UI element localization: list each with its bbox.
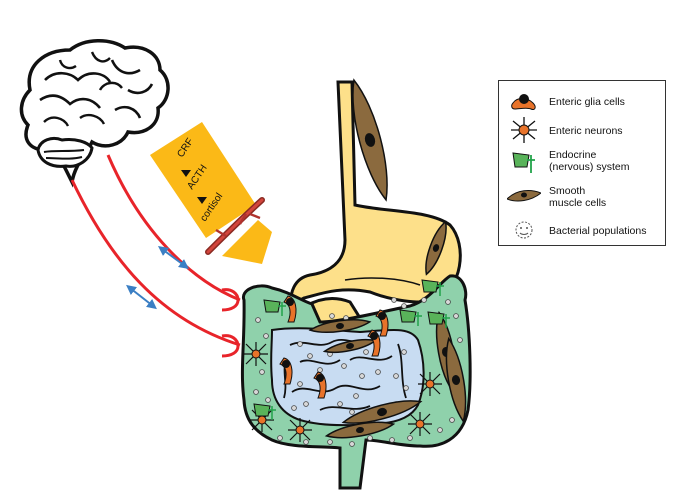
smooth-muscle-cell <box>341 400 423 424</box>
bacterium <box>277 435 283 441</box>
neuron-icon <box>511 117 537 143</box>
legend: Enteric glia cells Enteric neurons Endoc… <box>498 80 666 246</box>
bacterium <box>363 349 369 355</box>
nerve-terminal-2 <box>221 334 240 358</box>
endocrine-cell <box>427 311 450 328</box>
neuron <box>418 372 442 396</box>
bacterium <box>359 373 365 379</box>
endocrine-cell <box>253 403 276 420</box>
bacterium <box>393 373 399 379</box>
smooth-muscle-cells <box>308 78 467 439</box>
glia-cell <box>313 371 327 399</box>
smooth-muscle-cell <box>425 220 447 276</box>
bacterium <box>297 341 303 347</box>
endocrine-cell <box>399 309 422 326</box>
vagal-nerve-pathways <box>70 154 241 358</box>
smooth-muscle-cell <box>445 336 467 424</box>
bacterium <box>297 381 303 387</box>
bacterium <box>403 385 409 391</box>
endocrine-cell <box>263 299 286 316</box>
bacterium <box>329 313 335 319</box>
nerve-outer <box>70 179 241 347</box>
down-triangle-icon <box>181 170 191 177</box>
bacterium <box>389 437 395 443</box>
bacterium <box>291 405 297 411</box>
bacterium <box>255 317 261 323</box>
smooth-muscle-cell <box>324 421 396 439</box>
bacterium <box>337 401 343 407</box>
bacterium <box>391 297 397 303</box>
bacterium <box>327 439 333 445</box>
bacterium <box>407 435 413 441</box>
bacterium <box>401 349 407 355</box>
bacterium <box>349 441 355 447</box>
hpa-axis-arrow: CRF ACTH cortisol <box>150 122 272 264</box>
bacterium <box>449 417 455 423</box>
bacterium <box>375 369 381 375</box>
legend-label: Endocrine (nervous) system <box>549 149 630 173</box>
glia-cell <box>279 357 293 385</box>
bacterium <box>263 333 269 339</box>
endocrine-cell-icon <box>512 152 535 173</box>
neuron <box>288 418 312 442</box>
glia-cell <box>283 295 297 323</box>
smooth-muscle-cell <box>308 319 372 333</box>
legend-label: Enteric glia cells <box>549 96 625 108</box>
bacterium <box>445 299 451 305</box>
bacterium <box>253 389 259 395</box>
endocrine-cells <box>253 279 450 420</box>
smooth-muscle-cell <box>352 78 388 202</box>
enteric-glia-cells <box>279 295 389 399</box>
bacterium <box>421 297 427 303</box>
bacteria-icon <box>515 221 533 239</box>
bacterium <box>259 369 265 375</box>
bacterium <box>353 393 359 399</box>
bidirectional-arrow <box>157 246 190 269</box>
bacterium <box>453 313 459 319</box>
bacterium <box>265 397 271 403</box>
bacteria-dots <box>253 297 463 447</box>
endocrine-cell <box>421 279 444 296</box>
neuron <box>244 342 268 366</box>
bacterium <box>349 409 355 415</box>
glia-cell-icon <box>511 94 536 110</box>
glia-cell <box>375 309 389 337</box>
smooth-muscle-icon <box>507 190 541 202</box>
legend-label: Bacterial populations <box>549 225 647 237</box>
enteric-neurons <box>244 342 442 442</box>
brain-icon <box>19 39 170 188</box>
nerve-terminal-1 <box>221 288 240 312</box>
small-intestine <box>270 327 425 427</box>
bacterium <box>341 363 347 369</box>
glia-cell <box>367 329 381 357</box>
bacterium <box>307 353 313 359</box>
bacterium <box>303 401 309 407</box>
down-triangle-icon <box>197 197 207 204</box>
neuron <box>408 412 432 436</box>
legend-label: Enteric neurons <box>549 125 623 137</box>
bacterium <box>401 303 407 309</box>
bacterium <box>437 427 443 433</box>
bidirectional-arrow <box>126 284 157 310</box>
bacterium <box>367 435 373 441</box>
bacterium <box>457 337 463 343</box>
legend-label: Smooth muscle cells <box>549 185 607 209</box>
bacterium <box>303 439 309 445</box>
